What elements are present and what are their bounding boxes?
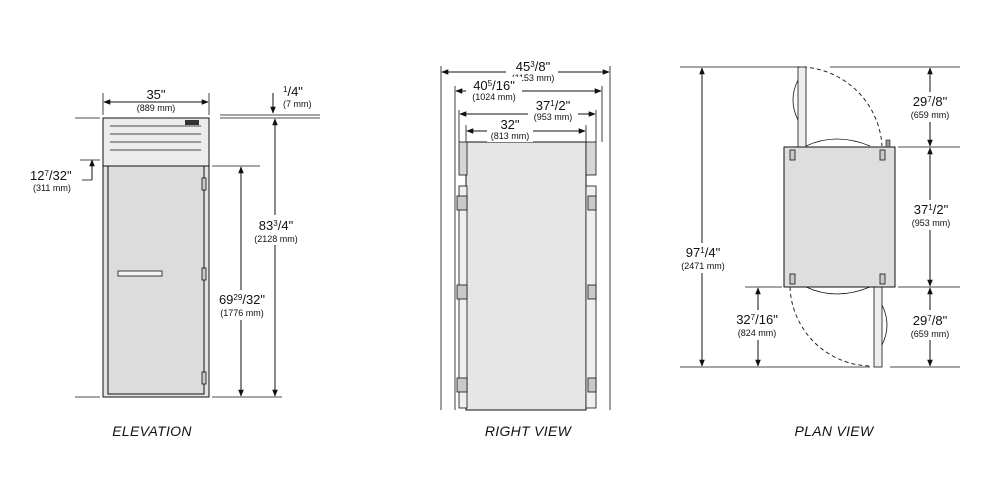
door-width-label: 327/16" — [736, 312, 778, 327]
hinge-icon — [587, 377, 597, 393]
overall-height-label: 833/4" — [259, 218, 294, 233]
plan-depth-metric: (953 mm) — [912, 218, 951, 228]
total-clearance-label: 971/4" — [686, 245, 721, 260]
overall-depth-metric: (1153 mm) — [512, 73, 555, 83]
hinge-icon — [456, 377, 468, 393]
hinge-icon — [201, 177, 207, 191]
open-door — [797, 66, 807, 148]
open-door — [873, 286, 883, 368]
top-gap-label: 1/4" — [283, 84, 303, 99]
door-swing-arc — [802, 66, 883, 147]
door-panel — [107, 165, 205, 395]
louver-height-label: 127/32" — [30, 168, 72, 183]
body-depth-metric: (813 mm) — [491, 131, 530, 141]
hinge-icon — [587, 195, 597, 211]
overall-height-metric: (2128 mm) — [254, 234, 298, 244]
hinge-icon — [201, 267, 207, 281]
door-height-label: 6929/32" — [219, 292, 265, 307]
cabinet-side — [465, 141, 587, 411]
hinge-icon — [456, 284, 468, 300]
cabinet-top — [783, 146, 896, 288]
swing-top-metric: (659 mm) — [911, 110, 950, 120]
door-height-metric: (1776 mm) — [220, 308, 264, 318]
door-handle — [792, 79, 799, 121]
plan-view-caption: PLAN VIEW — [795, 423, 875, 439]
door-width-metric: (824 mm) — [738, 328, 777, 338]
elevation-caption: ELEVATION — [112, 423, 192, 439]
door-handle — [117, 270, 163, 277]
hinge-icon — [456, 195, 468, 211]
swing-bottom-metric: (659 mm) — [911, 329, 950, 339]
door-swing-arc — [789, 286, 873, 367]
depth-with-handle-metric: (1024 mm) — [472, 92, 516, 102]
swing-top-label: 297/8" — [913, 94, 948, 109]
plan-depth-label: 371/2" — [914, 202, 949, 217]
cabinet-depth-metric: (953 mm) — [534, 112, 573, 122]
cabinet-depth-label: 371/2" — [536, 98, 571, 113]
total-clearance-metric: (2471 mm) — [681, 261, 725, 271]
louver-height-metric: (311 mm) — [33, 183, 71, 193]
right-view: 453/8" (1153 mm) 405/16" (1024 mm) 371/2… — [440, 58, 611, 439]
top-gap-metric: (7 mm) — [283, 99, 312, 109]
door-handle — [881, 304, 888, 346]
hinge-icon — [587, 284, 597, 300]
plan-view: 297/8" (659 mm) 371/2" (953 mm) 297/8" (… — [675, 66, 960, 439]
overall-depth-label: 453/8" — [516, 59, 551, 74]
depth-with-handle-label: 405/16" — [473, 78, 515, 93]
body-depth-label: 32" — [500, 117, 519, 132]
elevation-view: 35" (889 mm) 1/4" (7 mm) 127/32" (311 mm… — [30, 84, 320, 439]
elevation-width-metric: (889 mm) — [137, 103, 176, 113]
control-display-icon — [185, 120, 199, 125]
elevation-width-label: 35" — [146, 87, 165, 102]
swing-bottom-label: 297/8" — [913, 313, 948, 328]
right-view-caption: RIGHT VIEW — [485, 423, 573, 439]
hinge-icon — [201, 371, 207, 385]
